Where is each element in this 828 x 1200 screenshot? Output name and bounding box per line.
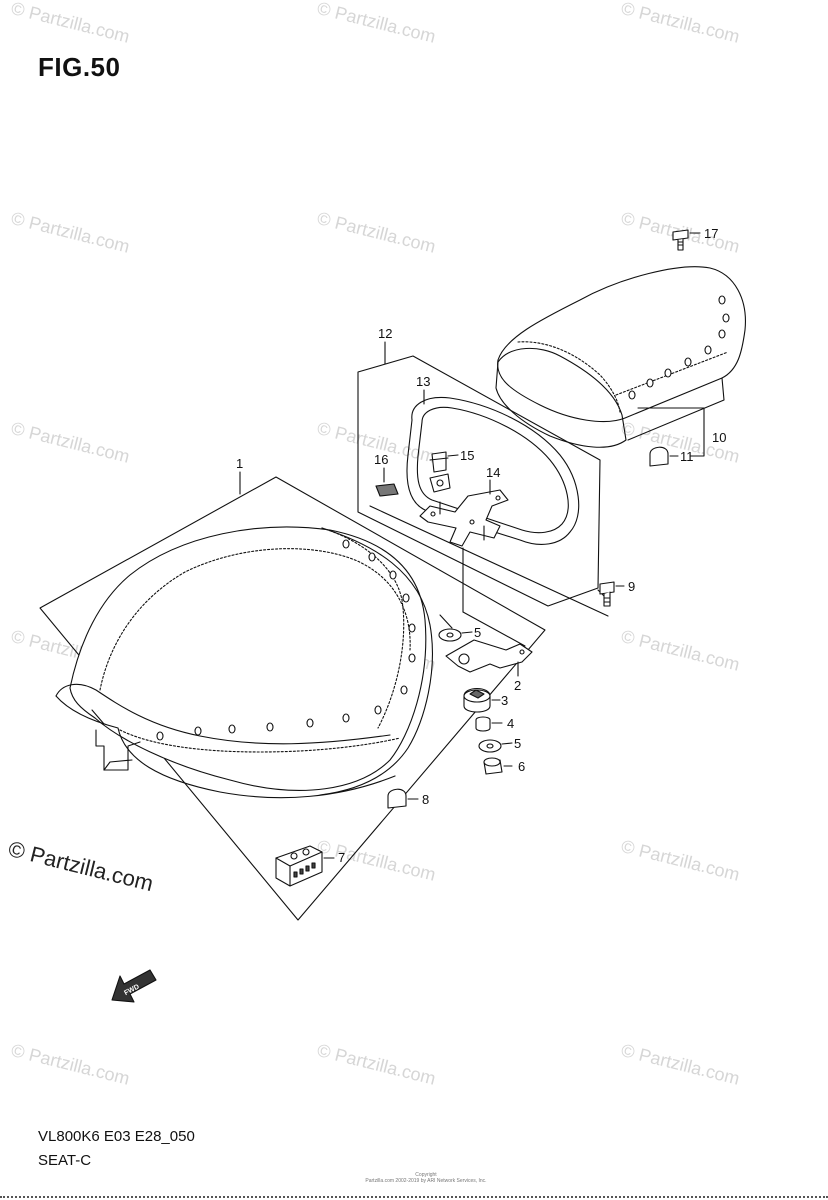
collar-part-4 xyxy=(475,716,503,732)
callout-label: 9 xyxy=(628,579,635,594)
group-outline-backrest-set xyxy=(357,355,601,607)
callout-label: 16 xyxy=(374,452,388,467)
leader-line xyxy=(439,614,453,629)
backrest-frame-part xyxy=(406,396,580,545)
callout-label: 2 xyxy=(514,678,521,693)
callout-label: 12 xyxy=(378,326,392,341)
plate-part-2 xyxy=(445,639,533,677)
group-outline-main-seat xyxy=(39,476,546,921)
copyright-line: Partzilla.com 2002-2019 by ARI Network S… xyxy=(365,1178,487,1184)
washer-part-5-lower xyxy=(478,739,513,753)
callout-label: 10 xyxy=(712,430,726,445)
callout-label: 15 xyxy=(460,448,474,463)
main-seat-part xyxy=(55,526,433,799)
bolt-part-9 xyxy=(599,581,625,607)
washer-part-5 xyxy=(438,628,473,642)
copyright-line: Copyright xyxy=(415,1172,437,1178)
nut-part-6 xyxy=(483,757,513,775)
screw-part-17 xyxy=(672,229,701,251)
cap-nut-part-8 xyxy=(387,788,419,809)
callout-label: 4 xyxy=(507,716,514,731)
pad-part-7 xyxy=(275,845,335,887)
cushion-part-3 xyxy=(463,687,501,713)
passenger-seat-part xyxy=(495,266,746,457)
leader-line xyxy=(462,611,526,647)
copyright-notice: Copyright Partzilla.com 2002-2019 by ARI… xyxy=(356,1172,496,1184)
figure-title: FIG.50 xyxy=(38,52,121,82)
section-name: SEAT-C xyxy=(38,1152,92,1169)
callout-label: 17 xyxy=(704,226,718,241)
callout-label: 1 xyxy=(236,456,243,471)
callout-label: 14 xyxy=(486,465,500,480)
backrest-bracket-part xyxy=(419,479,509,547)
callout-label: 11 xyxy=(680,449,694,464)
pad-part-16 xyxy=(375,467,399,497)
nut-part-15 xyxy=(429,451,459,493)
cap-nut-part-11 xyxy=(649,446,679,467)
diagram-code: VL800K6 E03 E28_050 xyxy=(38,1128,195,1145)
callout-label: 5 xyxy=(474,625,481,640)
bottom-divider xyxy=(0,1196,828,1198)
callout-label: 13 xyxy=(416,374,430,389)
leader-line xyxy=(369,505,609,617)
callout-label: 6 xyxy=(518,759,525,774)
callout-label: 8 xyxy=(422,792,429,807)
leader-line xyxy=(461,631,473,634)
callout-label: 7 xyxy=(338,850,345,865)
fwd-arrow-icon xyxy=(111,969,157,1003)
leader-line xyxy=(447,454,459,457)
callout-label: 5 xyxy=(514,736,521,751)
leader-line xyxy=(501,742,513,745)
callout-label: 3 xyxy=(501,693,508,708)
leader-line xyxy=(637,407,705,457)
